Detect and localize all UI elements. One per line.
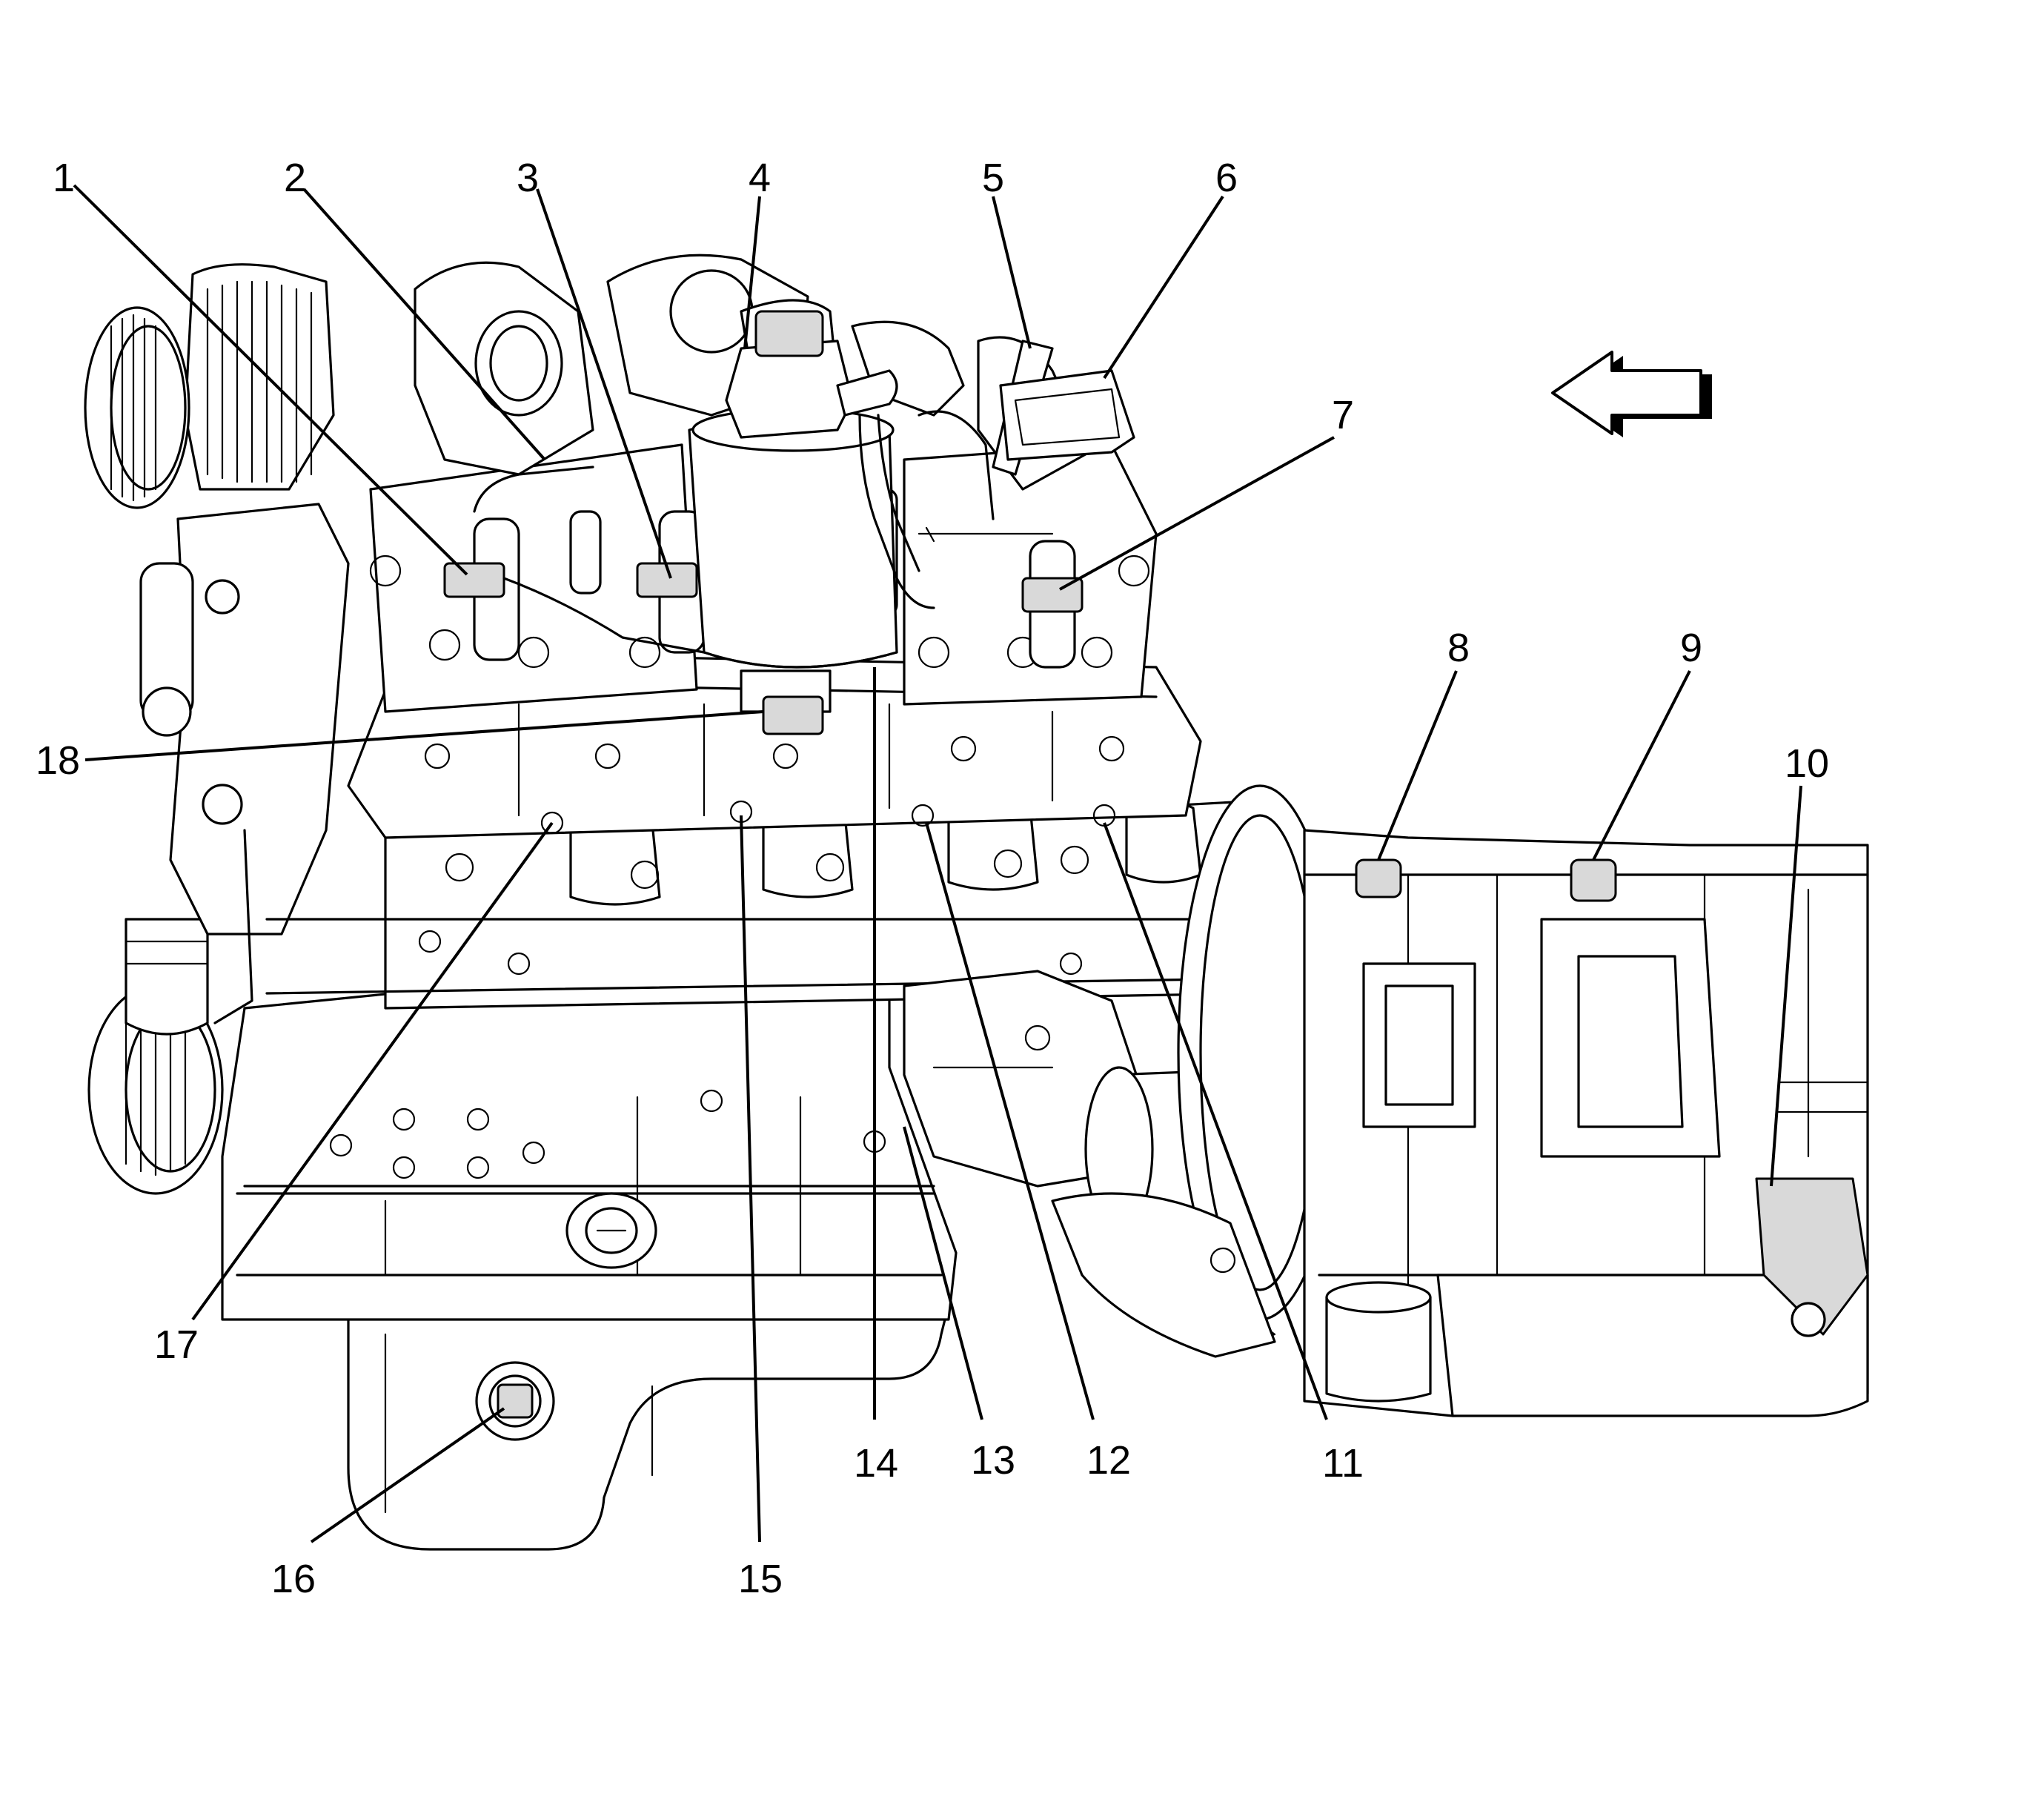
callout-4: 4 bbox=[749, 156, 771, 200]
leader-17 bbox=[191, 821, 554, 1321]
alternator bbox=[184, 263, 335, 491]
callout-2: 2 bbox=[284, 156, 306, 200]
leader-6 bbox=[1103, 195, 1224, 380]
transmission-oil-pan bbox=[1436, 1274, 1869, 1417]
callout-14: 14 bbox=[854, 1441, 898, 1486]
callout-13: 13 bbox=[971, 1438, 1015, 1483]
callout-12: 12 bbox=[1086, 1438, 1131, 1483]
callout-8: 8 bbox=[1447, 626, 1470, 670]
callout-leaders bbox=[73, 184, 1802, 1543]
leader-13 bbox=[903, 1126, 983, 1420]
callout-labels: 1 2 3 4 5 6 7 8 9 10 11 12 13 14 15 16 1… bbox=[36, 156, 1829, 1601]
fuel-module bbox=[725, 340, 854, 439]
transmission-filter bbox=[1325, 1296, 1432, 1403]
crank-pulley bbox=[87, 984, 224, 1195]
leader-10 bbox=[1770, 785, 1802, 1187]
callout-5: 5 bbox=[982, 156, 1004, 200]
callout-10: 10 bbox=[1785, 741, 1829, 786]
callout-17: 17 bbox=[154, 1322, 199, 1367]
callout-15: 15 bbox=[738, 1557, 783, 1601]
drive-pulley bbox=[84, 306, 190, 509]
callout-7: 7 bbox=[1332, 393, 1354, 437]
leader-18 bbox=[84, 710, 764, 761]
leader-15 bbox=[740, 815, 761, 1543]
leader-7 bbox=[1059, 436, 1335, 591]
arrow-left-icon bbox=[1551, 351, 1712, 437]
callout-1: 1 bbox=[53, 156, 75, 200]
callout-18: 18 bbox=[36, 738, 80, 783]
valve-cover-front bbox=[369, 443, 698, 713]
sensor-9 bbox=[1570, 858, 1617, 902]
leader-9 bbox=[1592, 670, 1691, 861]
front-oil-filter bbox=[125, 918, 209, 1036]
callout-16: 16 bbox=[271, 1557, 316, 1601]
leader-2 bbox=[302, 188, 546, 461]
engine-illustration bbox=[84, 254, 1869, 1551]
callout-6: 6 bbox=[1215, 156, 1238, 200]
sensor-8 bbox=[1355, 858, 1402, 898]
range-switch bbox=[1755, 1177, 1869, 1336]
leader-8 bbox=[1377, 670, 1458, 861]
injector-connector-1 bbox=[443, 562, 505, 598]
callout-9: 9 bbox=[1680, 626, 1702, 670]
oil-pan bbox=[347, 1303, 950, 1551]
leader-4 bbox=[743, 196, 761, 349]
callout-11: 11 bbox=[1322, 1441, 1364, 1486]
engine-block bbox=[221, 992, 958, 1321]
leader-11 bbox=[1103, 822, 1328, 1420]
leader-3 bbox=[536, 188, 672, 579]
callout-3: 3 bbox=[517, 156, 539, 200]
leader-16 bbox=[310, 1407, 505, 1543]
leader-12 bbox=[925, 822, 1095, 1420]
leader-1 bbox=[73, 184, 468, 576]
control-module bbox=[999, 369, 1135, 461]
leader-5 bbox=[992, 196, 1032, 349]
